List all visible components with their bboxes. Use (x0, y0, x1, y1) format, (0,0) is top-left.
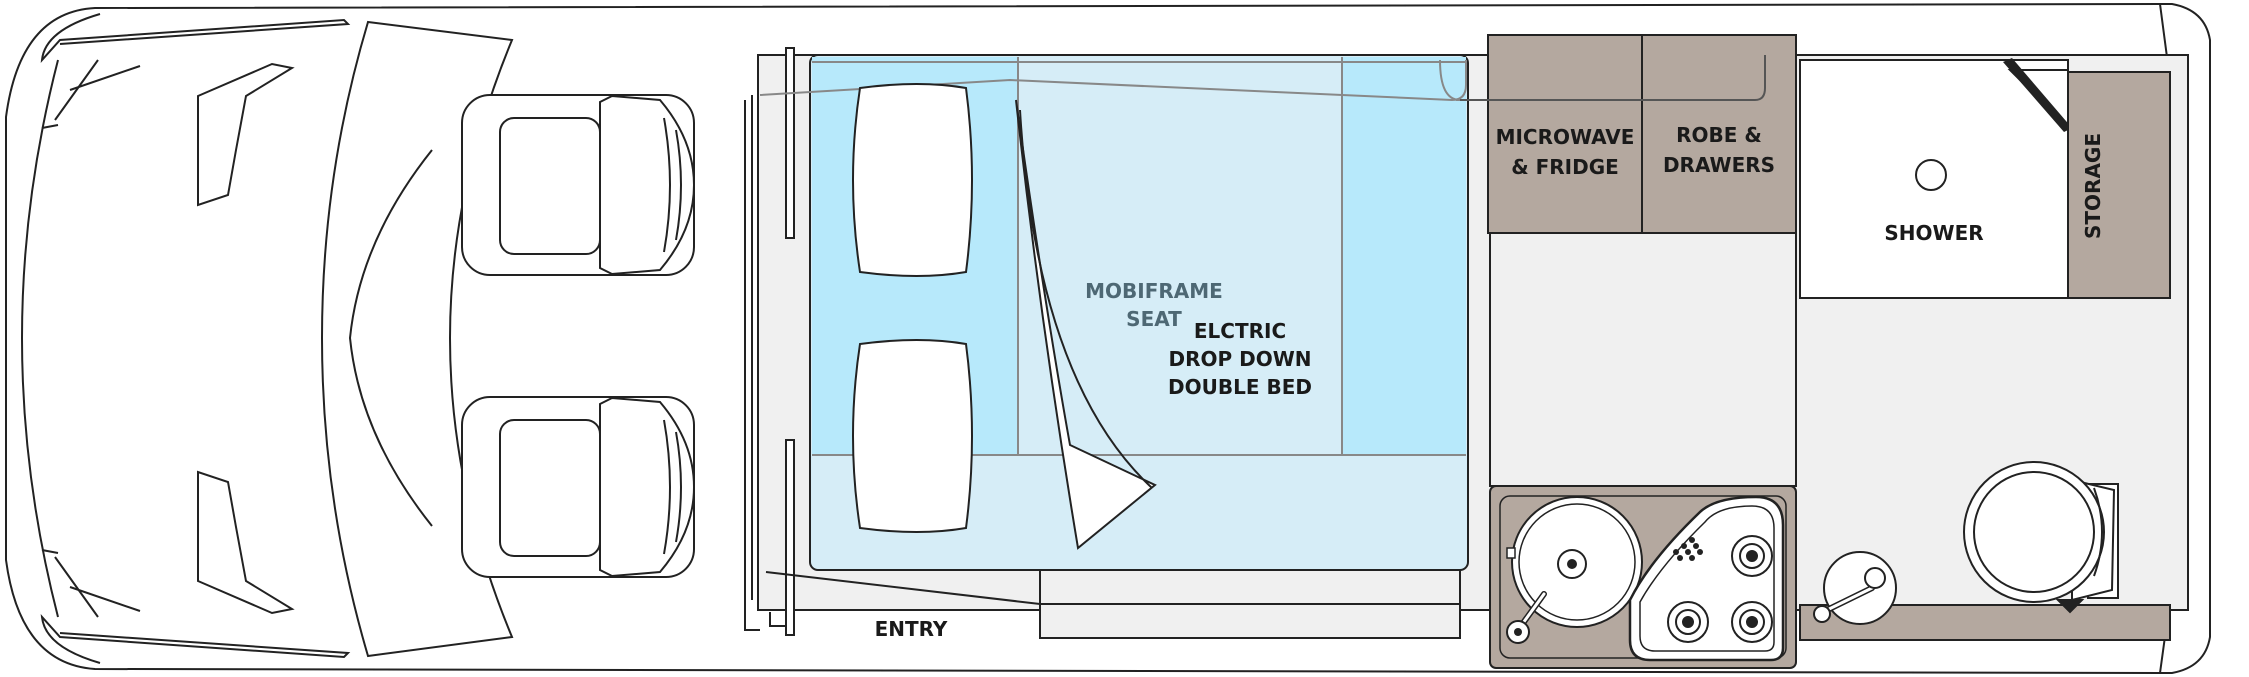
bed-label-line2: DROP DOWN (1168, 347, 1311, 371)
bed-label-line3: DOUBLE BED (1168, 375, 1312, 399)
sink-tap-icon (1506, 591, 1547, 644)
sink-drain-inner (1567, 559, 1577, 569)
toilet (1963, 461, 2119, 614)
microwave-fridge-cabinet (1487, 34, 1643, 234)
sink-bowl-rim (1518, 503, 1636, 621)
bed-zone-rear (1342, 57, 1466, 455)
driver-seat (461, 94, 696, 276)
sliding-door-frame-top (785, 47, 795, 239)
front-wall-line (744, 95, 760, 631)
entry-label: ENTRY (875, 617, 948, 641)
seat-label-line1: MOBIFRAME (1085, 279, 1223, 303)
mobiframe-seat-cushions (852, 83, 973, 533)
microwave-label-line1: MICROWAVE (1496, 125, 1635, 149)
entry-door-rail (765, 571, 1461, 627)
sliding-door-frame-bottom (785, 439, 795, 636)
robe-label-line1: ROBE & (1676, 123, 1762, 147)
cabinet-rail (1460, 55, 1766, 101)
cooktop-control-knobs-icon (1673, 537, 1703, 561)
storage-label: STORAGE (2081, 133, 2105, 239)
burner-top-icon (1731, 535, 1773, 577)
shower-label: SHOWER (1884, 221, 1983, 245)
seat-belt-curve (1019, 109, 1153, 489)
bed-label-line1: ELCTRIC (1194, 319, 1286, 343)
storage-cabinet (2067, 71, 2171, 299)
burner-bottom-left-icon (1667, 601, 1709, 643)
robe-label-line2: DRAWERS (1663, 153, 1775, 177)
microwave-label-line2: & FRIDGE (1511, 155, 1619, 179)
bed-zone-middle (1018, 57, 1342, 455)
basin (1823, 551, 1897, 625)
seat-label-line2: SEAT (1126, 307, 1182, 331)
kitchen-bench-side (1489, 232, 1797, 487)
sink-tap-base (1506, 547, 1516, 559)
basin-plug-icon (1864, 567, 1886, 589)
bed-divider-lines (812, 57, 1466, 456)
basin-tap-icon (1813, 585, 1875, 623)
shower-door-hinge (2003, 58, 2072, 132)
seat-belt-strap (1015, 99, 1157, 550)
cab-windscreen (20, 13, 514, 664)
cooktop-inner (1639, 505, 1775, 652)
shower-drain-icon (1915, 159, 1947, 191)
passenger-seat (461, 396, 696, 578)
burner-bottom-right-icon (1731, 601, 1773, 643)
bed-rail (759, 60, 1467, 102)
